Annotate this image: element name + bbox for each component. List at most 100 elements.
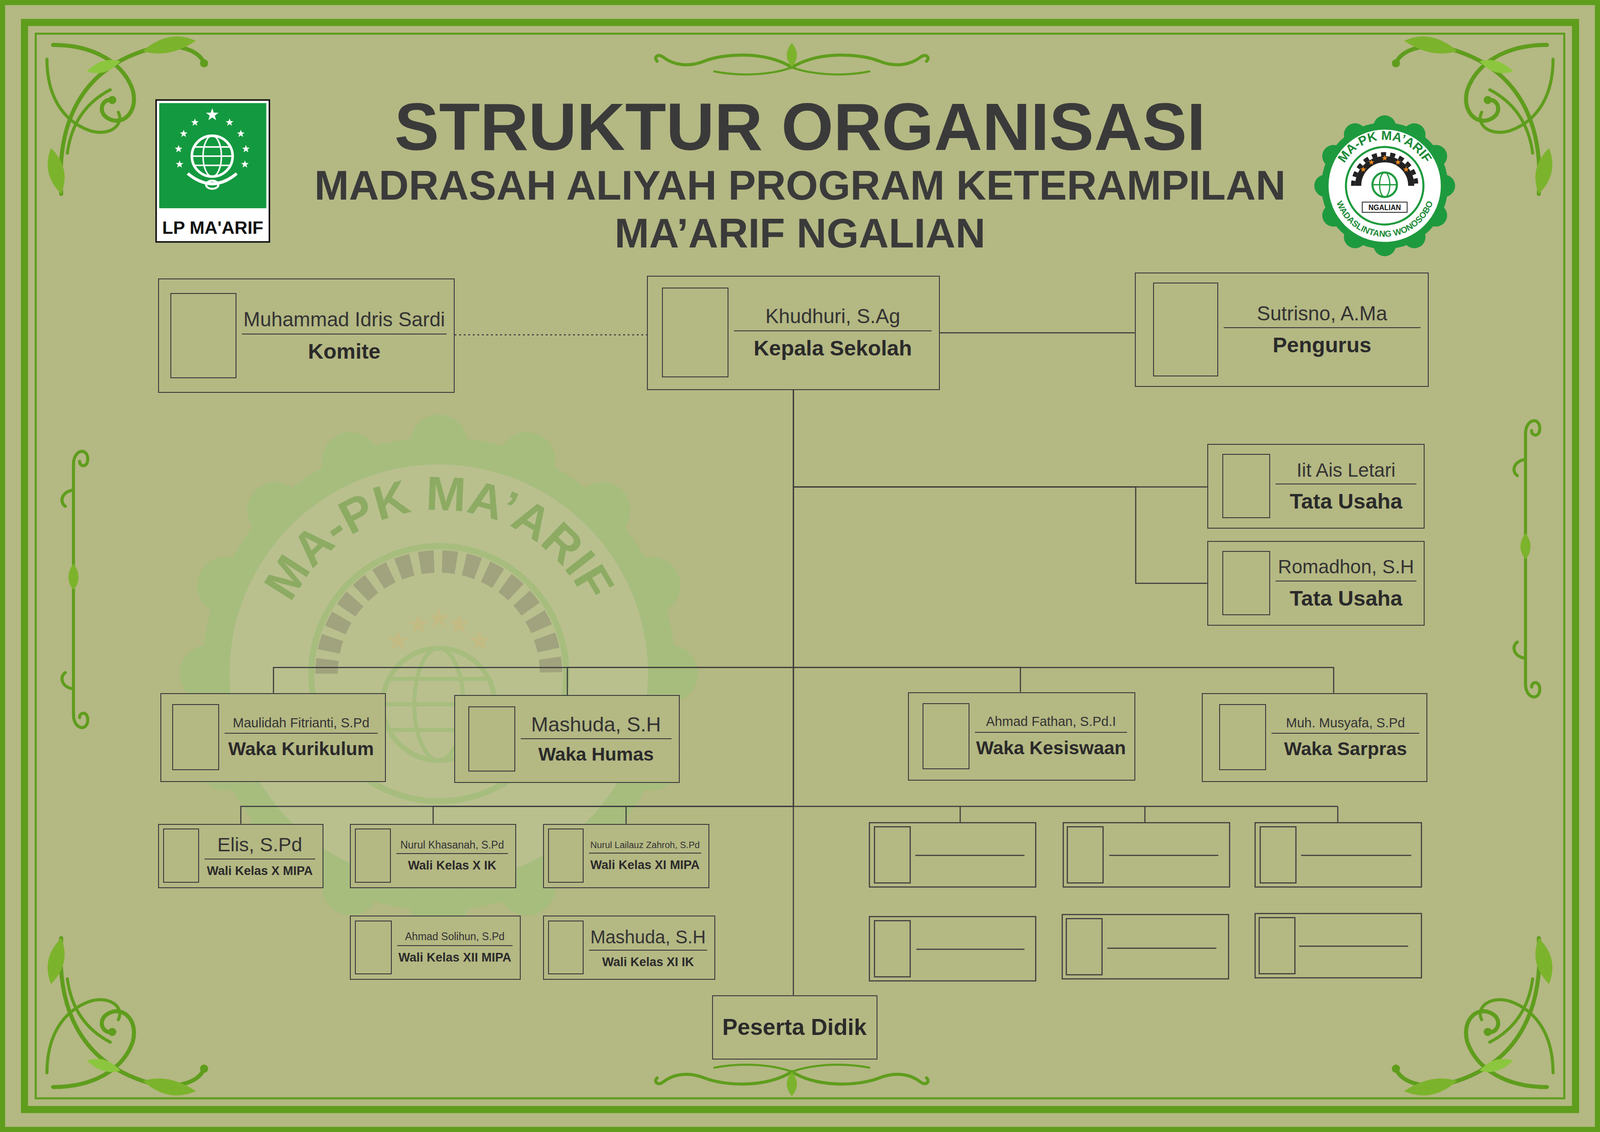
- photo-frame: [1067, 826, 1103, 883]
- position-title: Tata Usaha: [1289, 488, 1403, 513]
- position-title: Wali Kelas XI IK: [602, 954, 695, 969]
- person-name: Muh. Musyafa, S.Pd: [1286, 715, 1406, 730]
- org-box: Mashuda, S.H Wali Kelas XI IK: [543, 915, 716, 980]
- logo-text: LP MA'ARIF: [162, 217, 264, 238]
- name-line: Sutrisno, A.Ma: [1223, 302, 1421, 329]
- photo-frame: [354, 920, 392, 975]
- logo-banner: [1362, 201, 1408, 212]
- text-column: Elis, S.PdWali Kelas X MIPA: [202, 824, 318, 888]
- person-name: Khudhuri, S.Ag: [765, 304, 901, 328]
- name-line: [1109, 854, 1219, 856]
- position-title: Wali Kelas X MIPA: [206, 863, 313, 878]
- org-connector: [793, 389, 1207, 584]
- text-column: Mashuda, S.H Waka Humas: [518, 695, 674, 782]
- org-box: Muhammad Idris SardiKomite: [158, 278, 455, 393]
- position-title: Komite: [307, 338, 381, 364]
- org-box: Nurul Khasanah, S.PdWali Kelas X IK: [349, 823, 517, 888]
- watermark-text: MA-PK MA’ARIF: [253, 466, 625, 609]
- photo-frame: [1222, 550, 1271, 616]
- person-name: Elis, S.Pd: [217, 833, 303, 856]
- photo-frame: [354, 828, 391, 883]
- photo-frame: [1222, 453, 1271, 518]
- logo-text: NGALIAN: [1368, 203, 1401, 212]
- empty-boxes: [794, 805, 1422, 981]
- position-title: Waka Kesiswaan: [975, 737, 1126, 759]
- photo-frame: [172, 703, 220, 770]
- photo-frame: [874, 826, 911, 883]
- org-connector: [567, 389, 794, 696]
- chart-title: STRUKTUR ORGANISASI: [0, 93, 1600, 161]
- org-box: Iit Ais LetariTata Usaha: [1207, 443, 1425, 529]
- dotted-connector: [454, 333, 647, 336]
- name-line: Iit Ais Letari: [1275, 459, 1416, 485]
- text-column: Khudhuri, S.AgKepala Sekolah: [732, 276, 934, 390]
- name-line: Romadhon, S.H: [1275, 555, 1416, 581]
- logo-frame: [156, 100, 270, 242]
- photo-frame: [1153, 282, 1219, 377]
- watermark-stars: [387, 607, 491, 651]
- org-box: Ahmad Fathan, S.Pd.I Waka Kesiswaan: [907, 692, 1136, 781]
- name-line: [1107, 947, 1217, 949]
- text-column: Muh. Musyafa, S.PdWaka Sarpras: [1269, 693, 1421, 781]
- text-column: Iit Ais LetariTata Usaha: [1273, 444, 1418, 528]
- role-line: Peserta Didik: [717, 1014, 872, 1041]
- text-column: Peserta Didik: [717, 995, 872, 1059]
- person-name: Ahmad Fathan, S.Pd.I: [985, 713, 1116, 729]
- empty-box: [1063, 822, 1230, 887]
- text-column: Ahmad Solihun, S.PdWali Kelas XII MIPA: [395, 916, 515, 979]
- empty-box: [1062, 914, 1229, 979]
- person-name: Mashuda, S.H: [590, 926, 706, 947]
- text-column: Maulidah Fitrianti, S.PdWaka Kurikulum: [222, 693, 380, 781]
- globe: [191, 135, 233, 177]
- photo-frame: [468, 706, 516, 772]
- photo-frame: [548, 920, 584, 975]
- side-ornament: [61, 451, 88, 728]
- bottom-ornament: [655, 1064, 929, 1096]
- role-line: Waka Kesiswaan: [973, 737, 1130, 759]
- globe: [1372, 184, 1398, 186]
- org-box: Elis, S.PdWali Kelas X MIPA: [158, 823, 324, 888]
- corner-ornament: [46, 937, 209, 1095]
- logo-stars: [174, 107, 250, 168]
- org-box: Peserta Didik: [712, 994, 878, 1060]
- position-title: Tata Usaha: [1289, 585, 1403, 611]
- position-title: Waka Humas: [538, 743, 654, 765]
- role-line: Kepala Sekolah: [732, 335, 934, 361]
- logo-scallops: [1314, 115, 1456, 257]
- position-title: Pengurus: [1272, 332, 1372, 357]
- photo-frame: [922, 702, 970, 770]
- name-line: Nurul Lailauz Zahroh, S.Pd: [589, 839, 702, 854]
- role-line: Waka Kurikulum: [222, 738, 380, 760]
- position-title: Waka Kurikulum: [228, 738, 375, 759]
- name-line: Muh. Musyafa, S.Pd: [1271, 715, 1420, 734]
- org-connector: [273, 389, 794, 693]
- name-line: Khudhuri, S.Ag: [733, 304, 932, 332]
- position-title: Wali Kelas XII MIPA: [398, 950, 512, 965]
- name-line: Maulidah Fitrianti, S.Pd: [224, 715, 378, 734]
- photo-frame: [874, 920, 911, 977]
- person-name: Nurul Lailauz Zahroh, S.Pd: [590, 839, 700, 850]
- logo-text: WADASLINTANG WONOSOBO: [1334, 199, 1435, 239]
- text-column: Muhammad Idris SardiKomite: [240, 279, 448, 392]
- photo-frame: [1066, 918, 1103, 975]
- name-line: Elis, S.Pd: [204, 833, 316, 859]
- name-line: Mashuda, S.H: [520, 712, 672, 740]
- school-logo: NGALIAN MA-PK MA’ARIF WADASLINTANG WONOS…: [1314, 115, 1456, 257]
- org-connector: [792, 389, 795, 995]
- name-line: Nurul Khasanah, S.Pd: [396, 838, 509, 854]
- logo-field: [158, 102, 267, 209]
- text-column: Sutrisno, A.MaPengurus: [1221, 273, 1423, 386]
- photo-frame: [1260, 826, 1296, 883]
- text-column: Nurul Lailauz Zahroh, S.PdWali Kelas XI …: [587, 824, 703, 888]
- photo-frame: [163, 828, 199, 883]
- photo-frame: [170, 292, 237, 379]
- person-name: Maulidah Fitrianti, S.Pd: [232, 715, 370, 730]
- role-line: Wali Kelas XI MIPA: [587, 857, 703, 872]
- org-box: Romadhon, S.H Tata Usaha: [1207, 540, 1425, 626]
- role-line: Wali Kelas X IK: [394, 858, 511, 873]
- text-column: Romadhon, S.H Tata Usaha: [1273, 541, 1418, 625]
- role-line: Tata Usaha: [1273, 488, 1418, 514]
- thin-border: [35, 33, 1565, 1098]
